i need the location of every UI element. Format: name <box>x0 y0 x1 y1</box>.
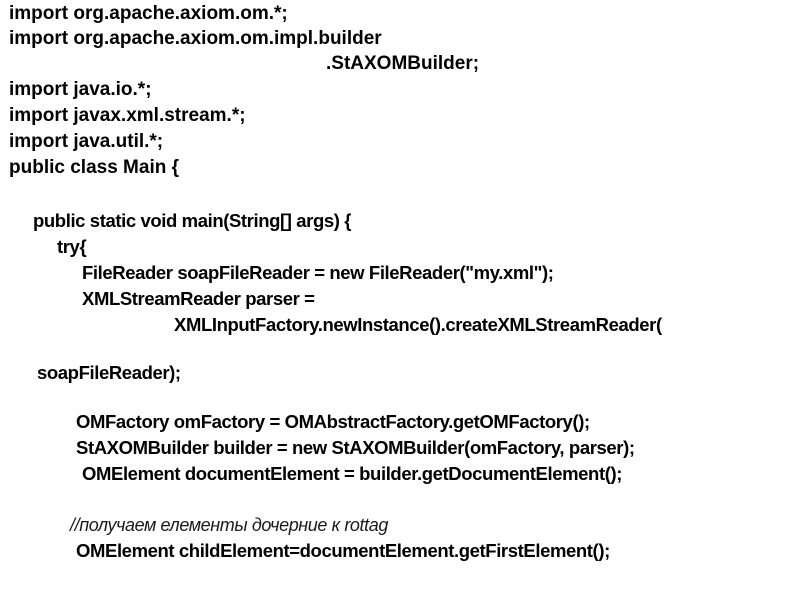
code-line-class-decl: public class Main { <box>9 157 179 178</box>
code-line-import-stream: import javax.xml.stream.*; <box>9 105 246 126</box>
code-line-import-builder-cont: .StAXOMBuilder; <box>326 53 480 74</box>
code-line-import-io: import java.io.*; <box>9 79 152 100</box>
code-comment: //получаем елементы дочерние к rottag <box>70 515 388 535</box>
code-line-parser-arg: soapFileReader); <box>37 362 181 383</box>
code-line-import-axiom: import org.apache.axiom.om.*; <box>9 3 288 24</box>
code-line-parser-init: XMLInputFactory.newInstance().createXMLS… <box>174 314 662 335</box>
code-line-import-builder: import org.apache.axiom.om.impl.builder <box>9 28 382 49</box>
code-listing: import org.apache.axiom.om.*; import org… <box>0 0 662 561</box>
code-line-import-util: import java.util.*; <box>9 131 164 152</box>
code-line-main-method: public static void main(String[] args) { <box>33 210 352 231</box>
code-line-try: try{ <box>57 236 87 257</box>
code-line-child-element: OMElement childElement=documentElement.g… <box>76 540 610 561</box>
code-line-builder: StAXOMBuilder builder = new StAXOMBuilde… <box>76 437 635 458</box>
code-line-filereader: FileReader soapFileReader = new FileRead… <box>82 262 554 283</box>
code-line-omfactory: OMFactory omFactory = OMAbstractFactory.… <box>76 411 590 432</box>
code-line-document-element: OMElement documentElement = builder.getD… <box>82 463 622 484</box>
code-line-parser-decl: XMLStreamReader parser = <box>82 288 315 309</box>
